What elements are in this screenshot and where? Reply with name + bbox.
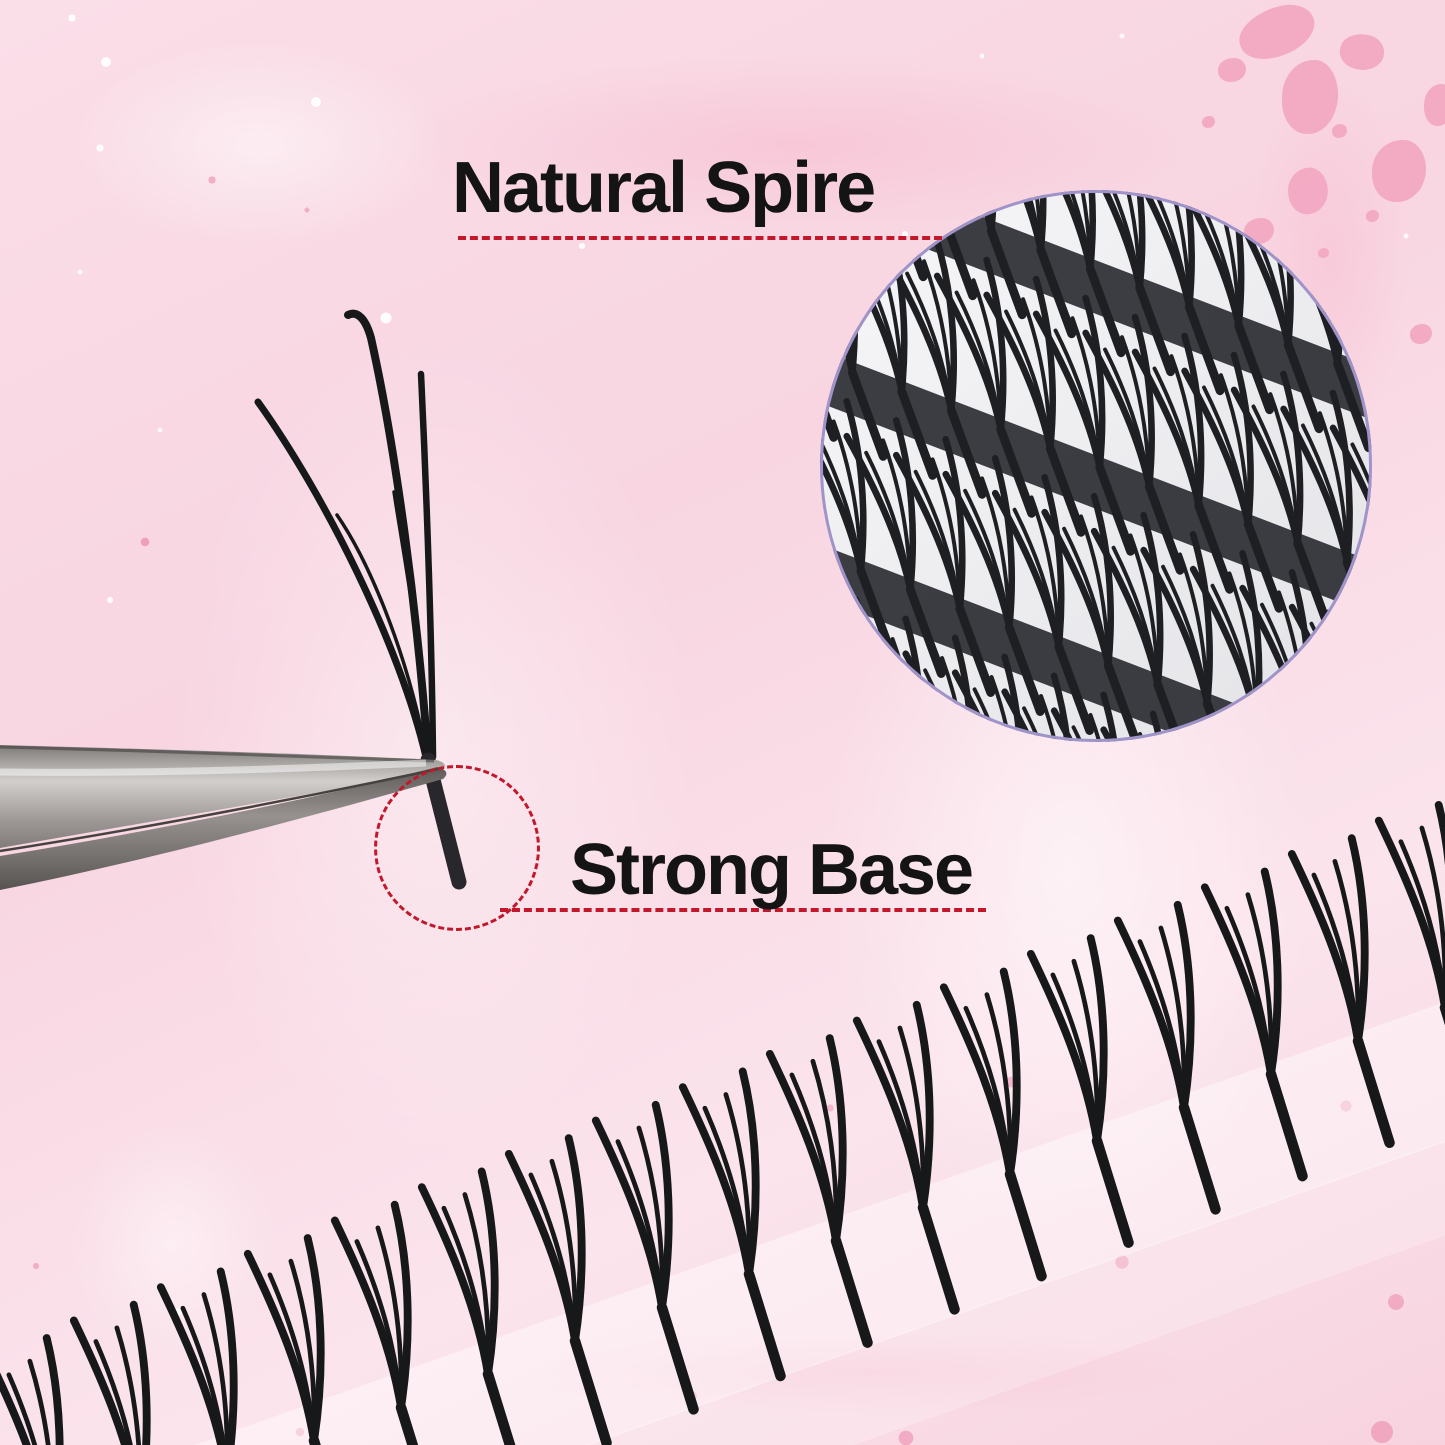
splatter-blob — [1410, 324, 1432, 344]
strong-base-underline — [500, 908, 986, 912]
splatter-blob — [1318, 248, 1329, 258]
natural-spire-underline — [458, 236, 942, 240]
strong-base-callout-circle — [374, 765, 540, 931]
splatter-blob — [1202, 116, 1215, 128]
splatter-blob — [1366, 210, 1379, 222]
splatter-blob — [1372, 140, 1426, 202]
magnified-lash-tray-inset — [820, 190, 1372, 742]
splatter-blob — [1218, 58, 1246, 82]
inset-circle-border — [820, 190, 1372, 742]
strong-base-label: Strong Base — [570, 830, 974, 910]
splatter-blob — [1332, 124, 1347, 138]
natural-spire-label: Natural Spire — [452, 148, 876, 228]
splatter-blob — [1424, 84, 1445, 126]
tweezers-graphic — [0, 745, 447, 890]
splatter-blob — [1282, 60, 1338, 134]
